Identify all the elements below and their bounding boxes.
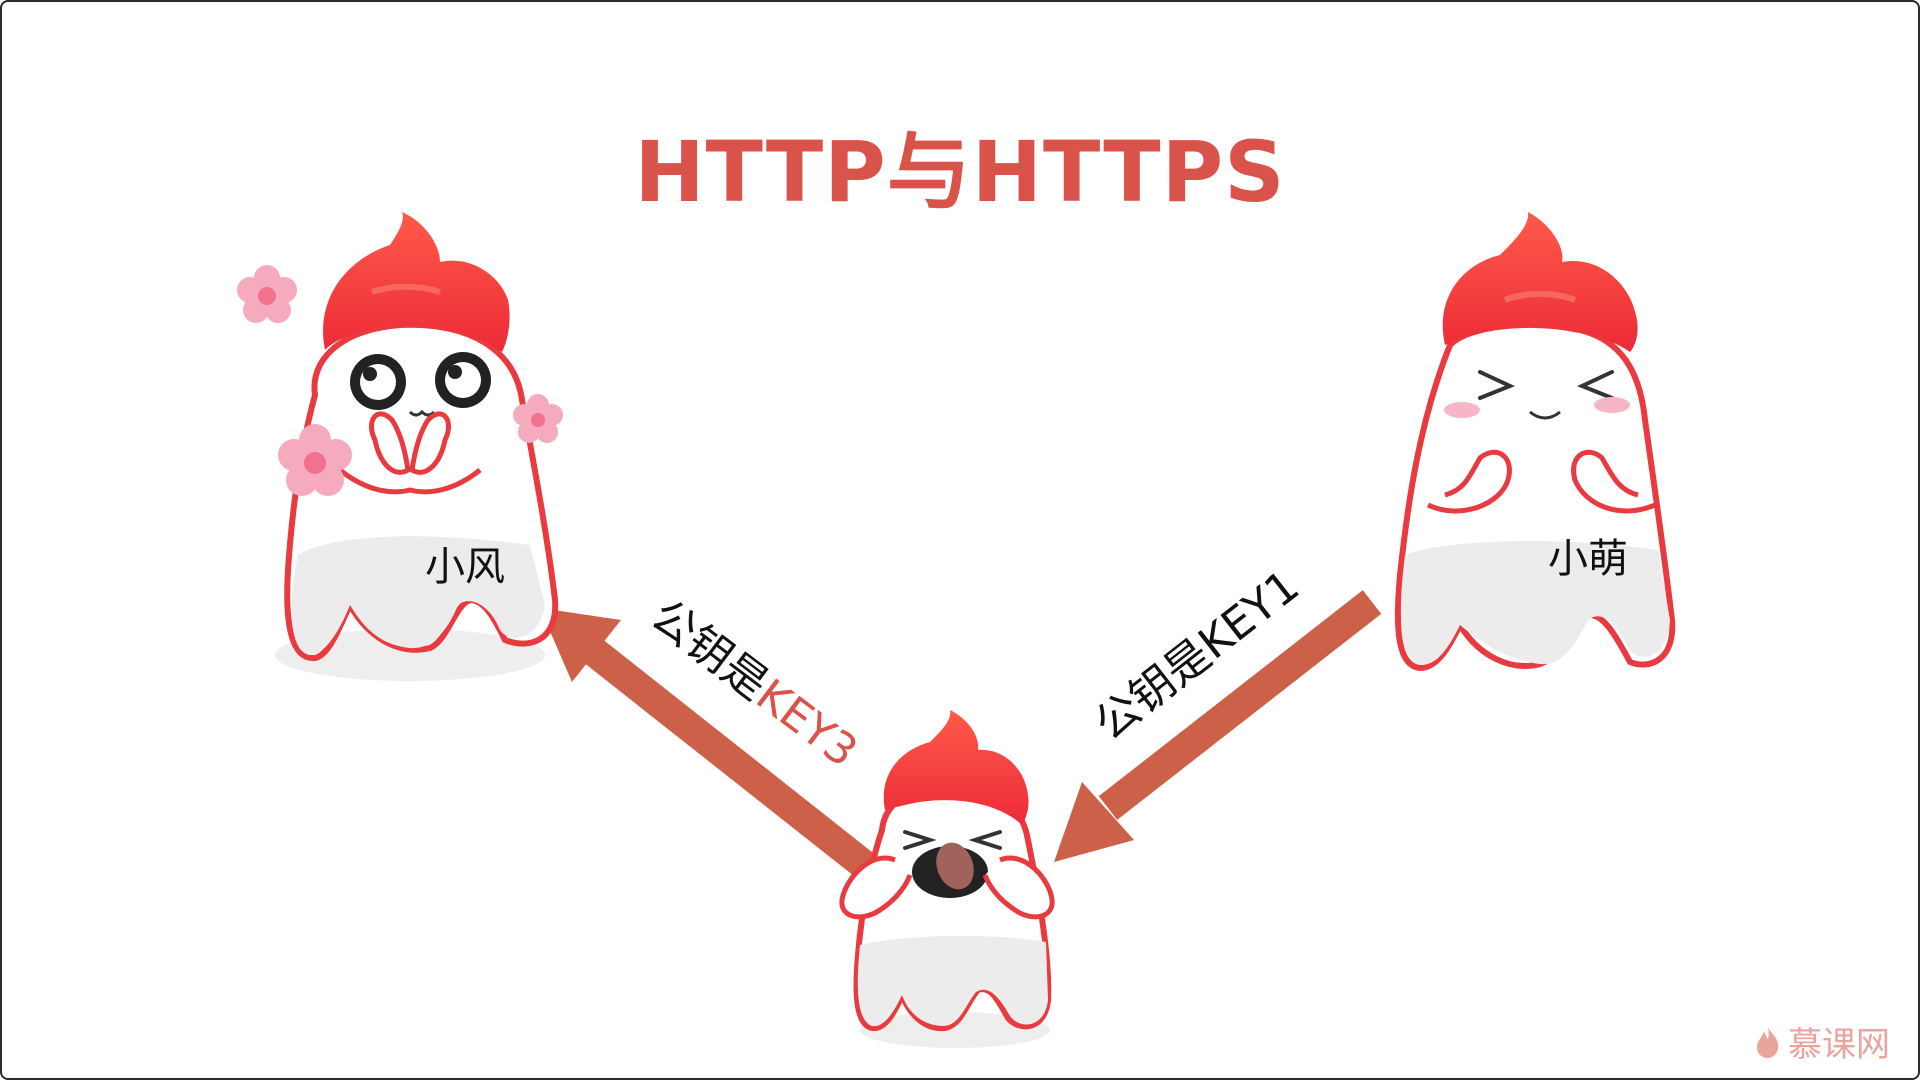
watermark-text: 慕课网 xyxy=(1788,1025,1890,1065)
flower-icon xyxy=(278,424,352,496)
hair-xiaomeng xyxy=(1442,212,1638,352)
flame-icon xyxy=(1757,1026,1779,1058)
arrow-from-xiaomeng xyxy=(1054,590,1382,862)
hair-xiaofeng xyxy=(323,212,510,352)
character-middle xyxy=(839,710,1055,1048)
character-xiaofeng: 小风 xyxy=(237,212,563,681)
arrow-to-xiaofeng xyxy=(540,608,878,880)
arrow-label-key3: 公钥是KEY3 xyxy=(641,590,866,777)
eyes-xiaofeng xyxy=(350,352,491,410)
character-name-xiaofeng: 小风 xyxy=(425,544,505,590)
flower-icon xyxy=(237,265,297,323)
character-name-xiaomeng: 小萌 xyxy=(1548,536,1628,582)
flower-icon xyxy=(513,394,563,443)
character-xiaomeng: 小萌 xyxy=(1394,212,1676,672)
watermark: 慕课网 xyxy=(1754,1017,1890,1066)
hair-middle xyxy=(883,710,1029,825)
eyes-xiaomeng xyxy=(1478,370,1614,400)
slide-title: HTTP与HTTPS xyxy=(634,123,1286,221)
